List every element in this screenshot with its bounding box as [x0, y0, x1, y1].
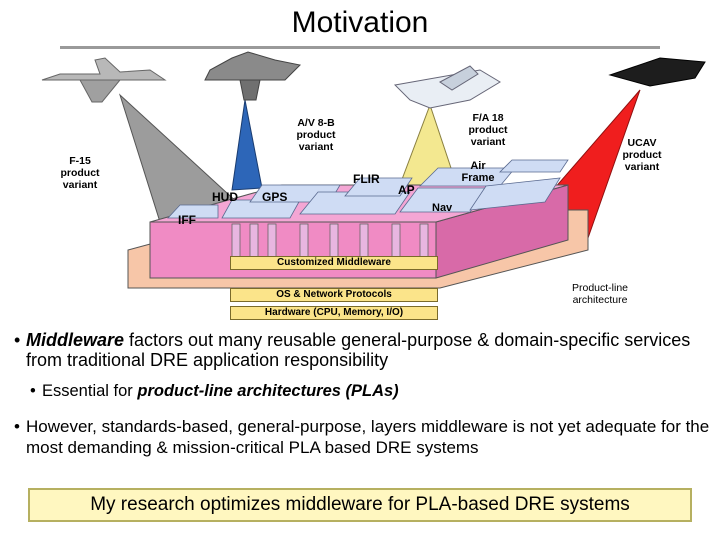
ap-label: AP	[398, 183, 415, 197]
f15-aircraft-icon	[41, 57, 167, 103]
middleware-columns	[231, 223, 429, 261]
bullet-dot: •	[14, 417, 20, 436]
hardware-bar: Hardware (CPU, Memory, I/O)	[230, 306, 438, 320]
research-callout: My research optimizes middleware for PLA…	[28, 488, 692, 522]
product-line-diagram	[41, 51, 706, 289]
hud-label: HUD	[212, 190, 238, 204]
f15-variant-label: F-15 product variant	[60, 155, 100, 191]
av8b-aircraft-icon	[204, 51, 302, 101]
title-divider	[60, 46, 660, 49]
os-network-bar: OS & Network Protocols	[230, 288, 438, 302]
essential-prefix: Essential for	[42, 382, 138, 400]
bullet-middleware: • Middleware factors out many reusable g…	[14, 330, 714, 370]
ucav-aircraft-icon	[608, 57, 706, 87]
pla-emphasis: product-line architectures (PLAs)	[137, 382, 399, 400]
page-title: Motivation	[291, 6, 429, 39]
flir-label: FLIR	[353, 172, 380, 186]
nav-label: Nav	[432, 202, 453, 214]
ucav-variant-label: UCAV product variant	[622, 137, 662, 173]
av8b-cone	[231, 99, 263, 191]
fa18-variant-label: F/A 18 product variant	[468, 112, 508, 148]
customized-middleware-bar: Customized Middleware	[230, 256, 438, 270]
air-frame-label: Air Frame	[461, 160, 495, 184]
bullet-however: • However, standards-based, general-purp…	[14, 416, 714, 458]
bullet-dot: •	[30, 382, 36, 400]
iff-label: IFF	[178, 213, 196, 227]
middleware-body: factors out many reusable general-purpos…	[26, 330, 691, 370]
fa18-aircraft-icon	[393, 65, 501, 109]
middleware-emphasis: Middleware	[26, 330, 125, 350]
bullet-essential-text: Essential for product-line architectures…	[42, 382, 399, 401]
bullet-middleware-text: Middleware factors out many reusable gen…	[26, 330, 714, 370]
however-body: However, standards-based, general-purpos…	[26, 417, 710, 457]
product-line-label: Product-line architecture	[571, 282, 629, 306]
gps-label: GPS	[262, 190, 288, 204]
component-blocks	[167, 159, 569, 219]
bullet-dot: •	[14, 330, 21, 350]
av8b-variant-label: A/V 8-B product variant	[296, 117, 336, 153]
bullet-essential: • Essential for product-line architectur…	[30, 382, 720, 401]
